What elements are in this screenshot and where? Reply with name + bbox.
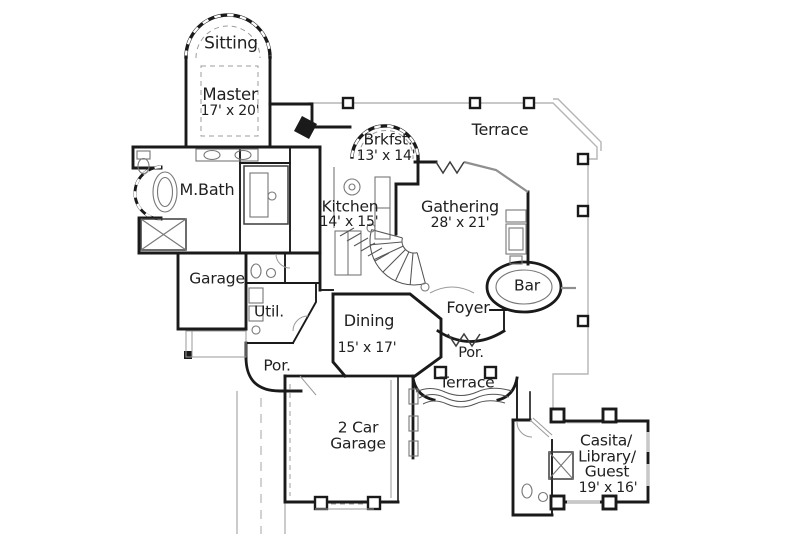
room-label-master-bath: M.Bath — [179, 180, 235, 199]
hall-fireplace — [294, 116, 317, 139]
room-dims-dining: 15' x 17' — [337, 340, 397, 356]
staircase — [339, 223, 430, 292]
room-label-casita-line3: Guest — [584, 462, 630, 481]
room-dims-breakfast: 13' x 14' — [356, 148, 416, 164]
gathering-doors — [435, 160, 465, 175]
room-label-dining: Dining — [343, 311, 395, 330]
room-label-terrace-upper: Terrace — [471, 120, 529, 139]
room-label-terrace-lower: Terrace — [439, 373, 495, 392]
gathering-fireplace — [505, 209, 527, 223]
room-label-porch-right: Por. — [458, 344, 484, 361]
vanity — [195, 148, 259, 162]
room-dims-master: 17' x 20' — [200, 103, 260, 119]
washer — [248, 287, 264, 304]
room-label-2car-line2: Garage — [330, 434, 386, 453]
french-door-symbols — [435, 160, 481, 348]
room-label-breakfast: Brkfst. — [363, 130, 413, 149]
dashed-ceiling-lines — [195, 25, 414, 505]
room-dims-casita: 19' x 16' — [578, 480, 638, 496]
room-label-utility: Util. — [254, 302, 284, 321]
door-arcs — [275, 253, 533, 438]
columns — [184, 96, 618, 511]
terrace-steps — [415, 387, 513, 408]
dryer — [248, 305, 264, 322]
room-label-master: Master — [202, 84, 258, 104]
casita-closet — [548, 451, 574, 480]
foyer-bow-wall — [436, 329, 506, 343]
room-label-bar: Bar — [514, 276, 540, 295]
room-label-casita-line1: Casita/ — [579, 431, 633, 450]
toilet — [137, 157, 150, 175]
terrace-outline — [236, 98, 602, 534]
master-tub — [152, 171, 178, 213]
room-dims-kitchen: 14' x 15' — [319, 214, 379, 230]
room-label-casita-line2: Library/ — [578, 447, 636, 466]
foyer-doors — [447, 332, 481, 348]
room-label-kitchen: Kitchen — [321, 197, 379, 216]
gathering-corner-windows — [463, 160, 529, 193]
room-label-foyer: Foyer — [446, 298, 490, 317]
windows — [408, 160, 650, 504]
room-label-2car-line1: 2 Car — [337, 418, 379, 437]
fixtures — [136, 148, 574, 510]
room-label-gathering: Gathering — [421, 197, 499, 216]
kitchen-light — [343, 178, 361, 196]
room-label-porch-left: Por. — [263, 356, 291, 375]
garden-wall-left — [411, 376, 436, 402]
interior-walls — [239, 116, 553, 516]
room-dims-gathering: 28' x 21' — [430, 215, 490, 231]
room-label-sitting: Sitting — [204, 33, 258, 54]
room-label-garage: Garage — [189, 269, 245, 288]
garden-wall-right — [496, 376, 519, 402]
shower — [243, 165, 289, 225]
closet — [140, 218, 187, 251]
exterior-walls — [131, 13, 650, 517]
